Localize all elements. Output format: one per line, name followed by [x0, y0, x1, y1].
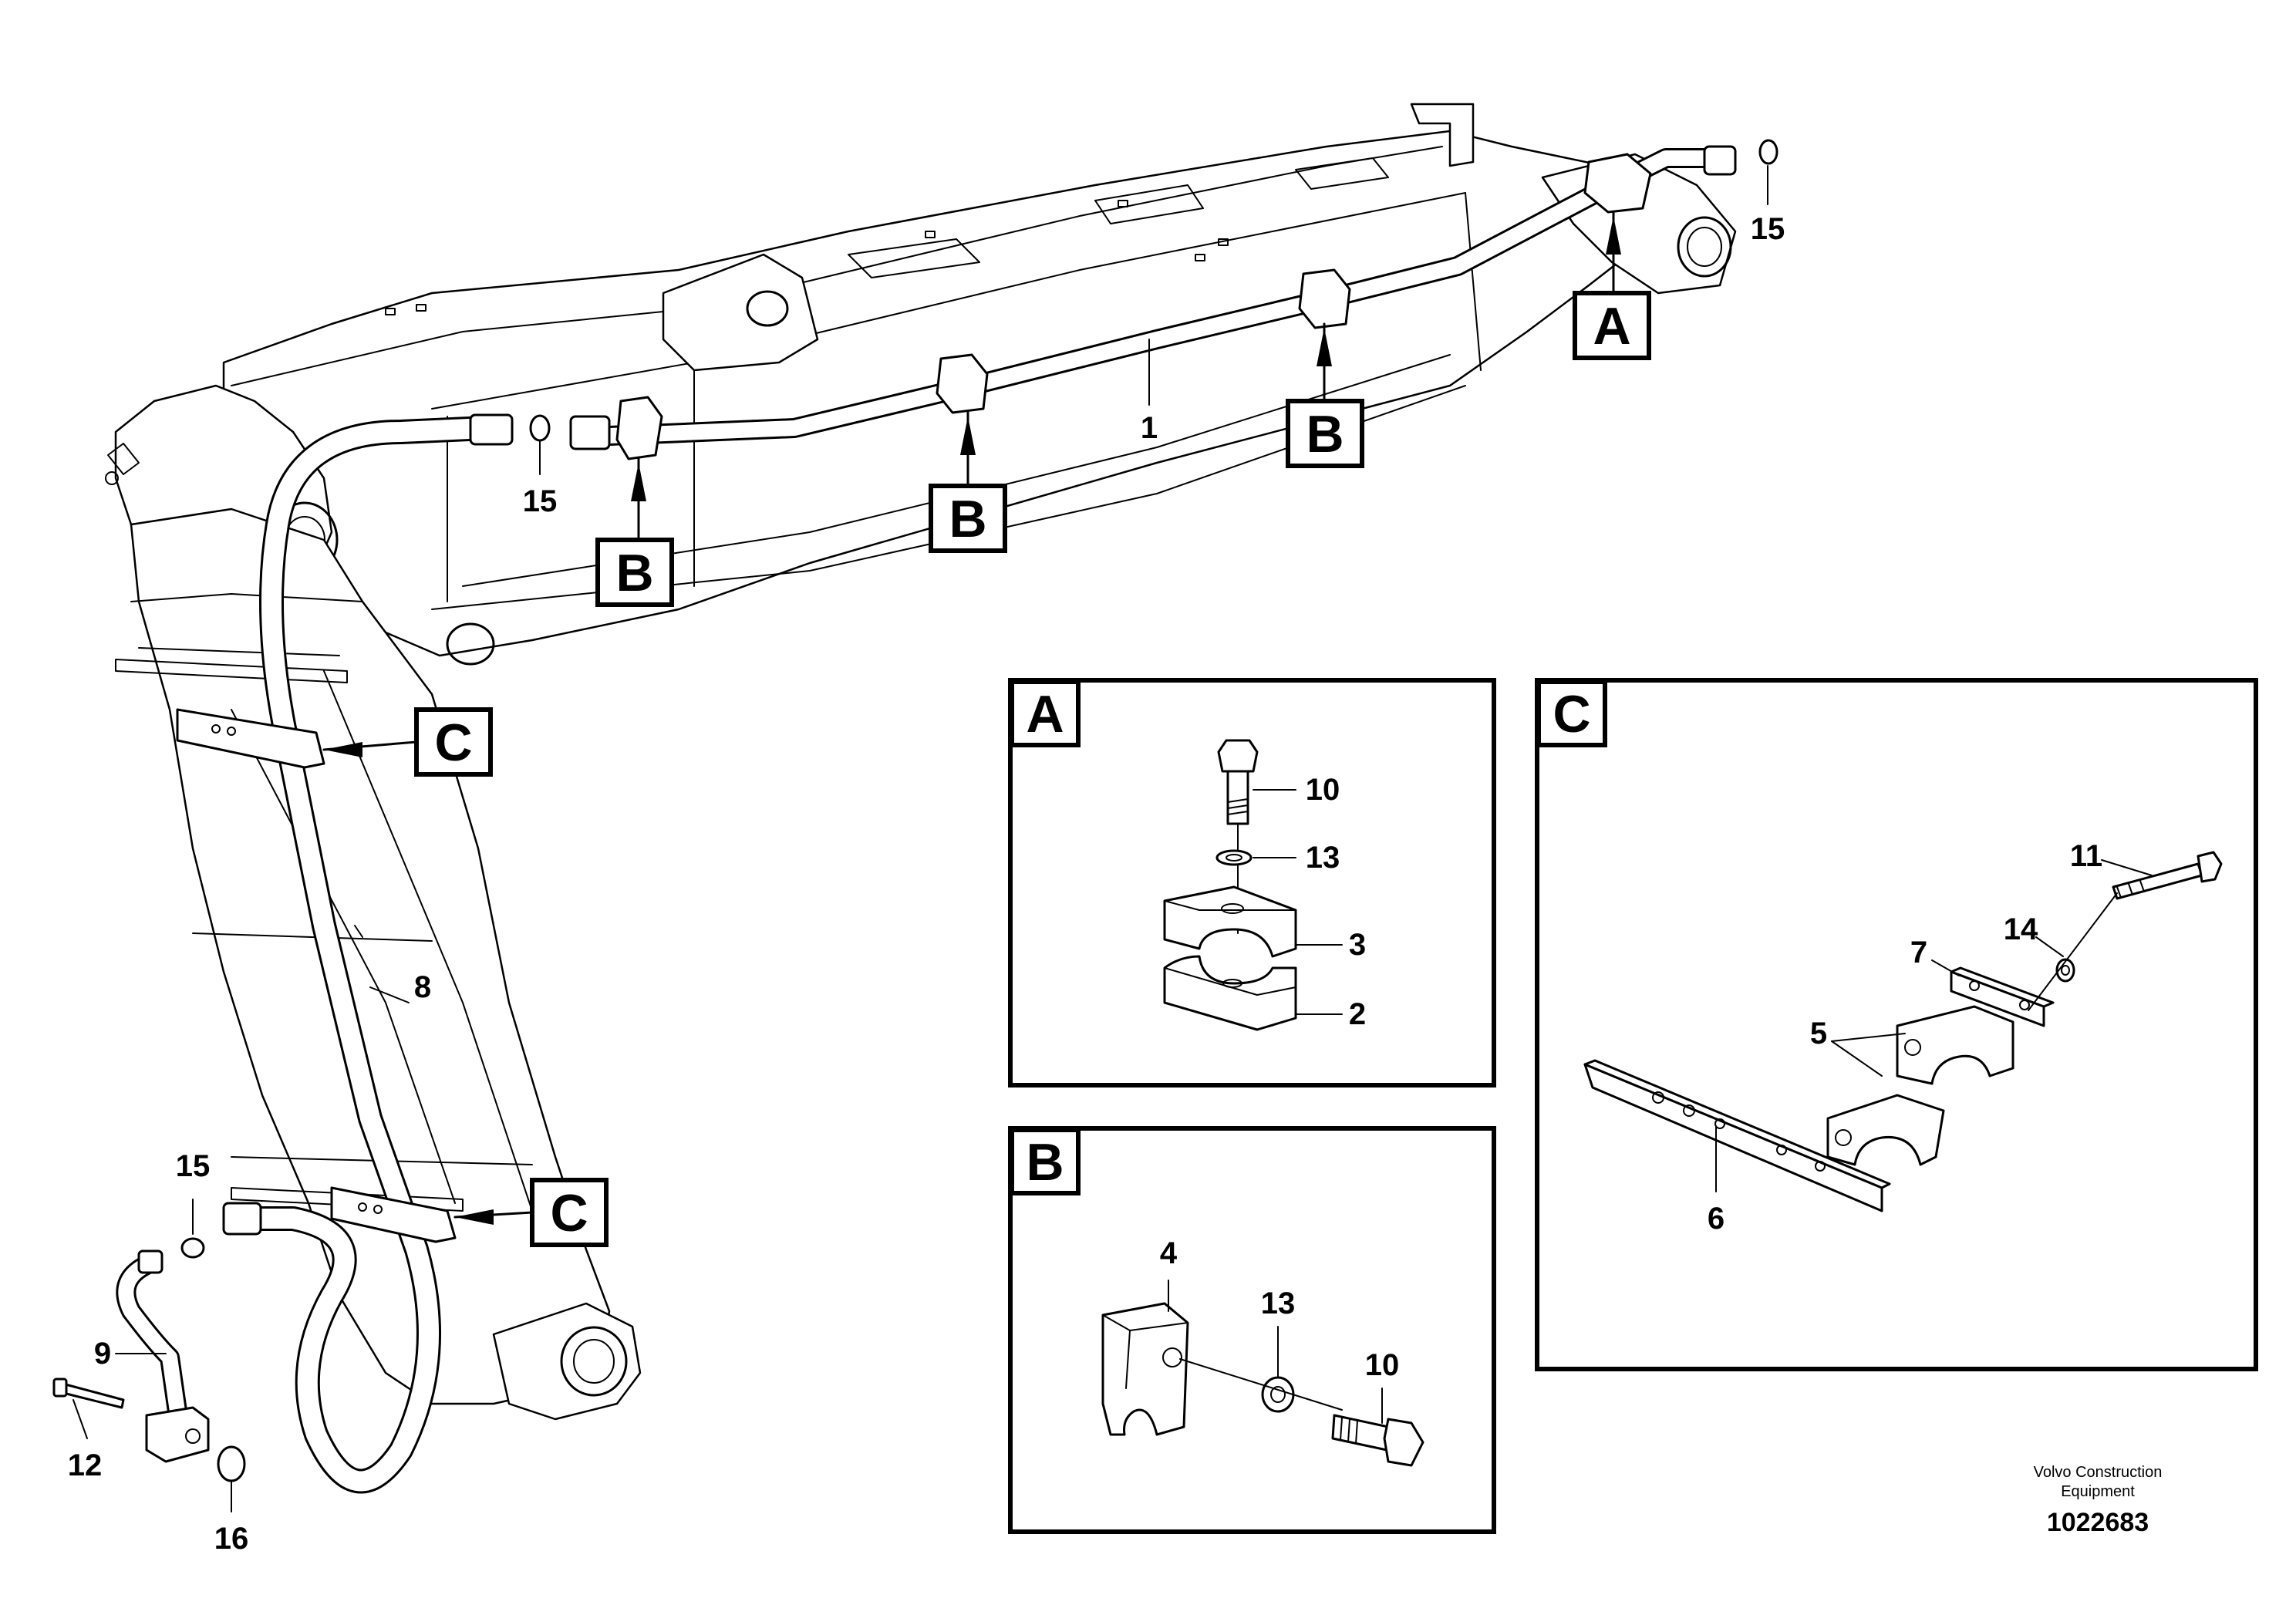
brand-line-2: Equipment — [2061, 1483, 2135, 1500]
detail-b-part-10: 10 — [1365, 1348, 1400, 1382]
brand-line-1: Volvo Construction — [2034, 1464, 2163, 1481]
detail-a-part-2: 2 — [1349, 997, 1366, 1031]
svg-text:A: A — [1593, 297, 1630, 356]
detail-b-part-13: 13 — [1261, 1286, 1296, 1320]
detail-a-part-3: 3 — [1349, 928, 1366, 962]
detail-a-part-13: 13 — [1306, 841, 1340, 875]
part-number-12: 12 — [68, 1448, 103, 1482]
part-number-15-top: 15 — [523, 484, 558, 518]
svg-text:B: B — [1306, 405, 1344, 464]
part-number-15-bottom: 15 — [176, 1149, 211, 1183]
detail-b: B 4 13 10 — [1008, 1126, 1496, 1534]
detail-a-part-10: 10 — [1306, 773, 1340, 807]
footer: Volvo Construction Equipment 1022683 — [2034, 1464, 2163, 1537]
clamp-b-3 — [615, 396, 663, 460]
detail-a: A 10 13 3 2 — [1008, 678, 1496, 1088]
svg-text:B: B — [615, 544, 653, 602]
detail-c-part-7: 7 — [1910, 936, 1927, 969]
callout-a-main: A — [1573, 291, 1651, 360]
clamp-c-1 — [176, 708, 325, 769]
svg-text:C: C — [1553, 685, 1590, 744]
part-number-16: 16 — [214, 1522, 249, 1556]
hydraulic-lines — [52, 139, 1778, 1494]
svg-text:A: A — [1026, 685, 1064, 744]
flange-block — [145, 1406, 210, 1463]
detail-c-part-11: 11 — [2070, 839, 2102, 873]
part-number-15-right: 15 — [1751, 212, 1785, 246]
detail-b-part-4: 4 — [1160, 1236, 1178, 1270]
callout-c-1: C — [414, 707, 493, 777]
bolt-12 — [62, 1383, 125, 1409]
svg-text:B: B — [949, 490, 986, 548]
svg-text:C: C — [434, 713, 472, 772]
detail-c-part-14: 14 — [2004, 912, 2038, 946]
document-number: 1022683 — [2047, 1508, 2149, 1537]
clamp-a-main — [1583, 153, 1652, 214]
callout-c-2: C — [530, 1178, 609, 1247]
main-part-numbers: 1 8 9 12 15 15 15 16 — [68, 212, 1785, 1556]
detail-c-part-6: 6 — [1708, 1202, 1725, 1236]
callout-b-3: B — [595, 538, 674, 607]
detail-c: C 11 14 7 5 6 — [1535, 678, 2258, 1371]
svg-text:C: C — [550, 1184, 588, 1243]
o-ring-16 — [217, 1445, 246, 1482]
part-number-1: 1 — [1141, 411, 1158, 445]
detail-c-part-5: 5 — [1810, 1017, 1827, 1050]
o-ring-15-bottom — [180, 1237, 205, 1259]
part-number-9: 9 — [94, 1337, 111, 1371]
o-ring-15-right — [1758, 139, 1778, 165]
clamp-c-2 — [330, 1186, 457, 1243]
callout-b-1: B — [1286, 399, 1364, 468]
leader-lines — [72, 165, 1768, 1512]
callout-b-2: B — [929, 484, 1007, 553]
part-number-8: 8 — [414, 970, 431, 1004]
clamp-b-1 — [1298, 268, 1351, 329]
svg-text:B: B — [1026, 1133, 1064, 1192]
clamp-b-2 — [936, 353, 989, 414]
